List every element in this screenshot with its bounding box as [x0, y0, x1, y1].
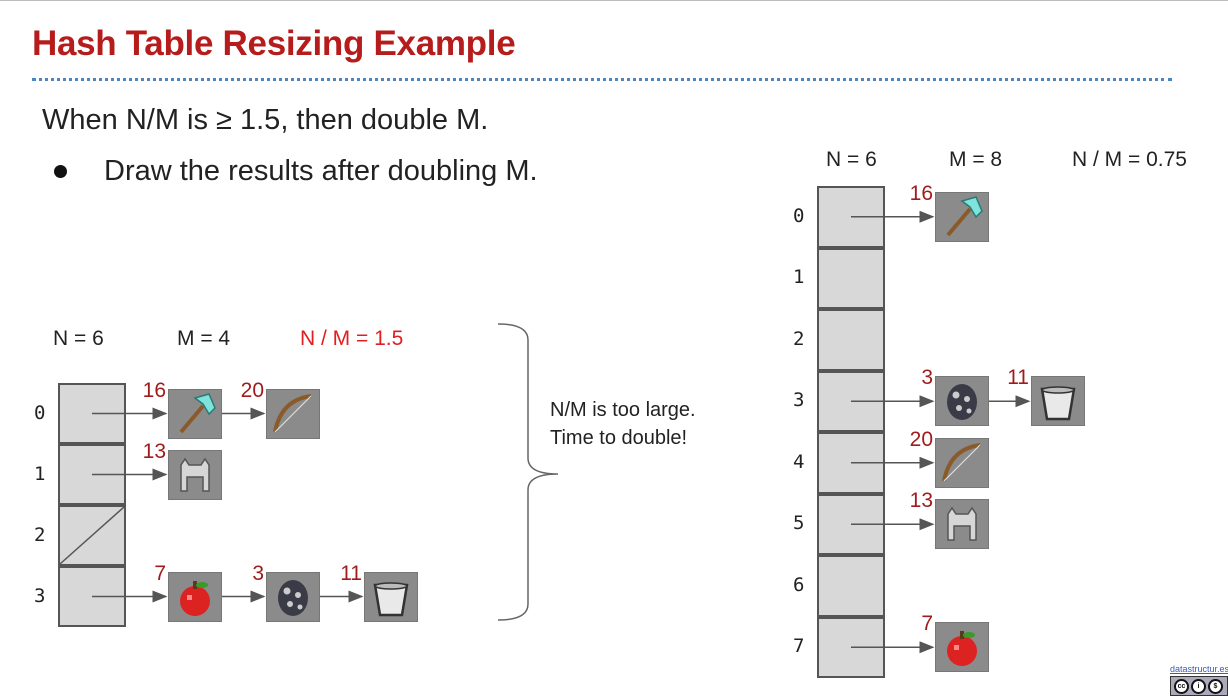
title-divider [32, 78, 1172, 81]
large-table-item-key: 16 [909, 181, 933, 205]
small-table-null-slash [59, 506, 125, 565]
large-table-bucket-index: 5 [793, 512, 805, 535]
bow-icon [266, 388, 320, 439]
nc-icon: $ [1208, 678, 1223, 694]
top-border [0, 0, 1228, 1]
small-table-item-key: 20 [240, 378, 264, 402]
small-table-m-label: M = 4 [177, 327, 231, 350]
small-table-item-key: 7 [154, 561, 166, 585]
large-table-bucket-index: 4 [793, 450, 805, 473]
bucket-icon [364, 571, 418, 622]
large-table-bucket-6 [817, 555, 885, 617]
small-table-bucket-index: 1 [34, 462, 46, 485]
small-table-item-key: 11 [340, 561, 362, 585]
small-table-n-label: N = 6 [53, 327, 104, 350]
large-table-bucket-index: 2 [793, 327, 805, 350]
slide-title: Hash Table Resizing Example [32, 24, 516, 63]
iron-helmet-icon [168, 449, 222, 500]
small-table-bucket-index: 3 [34, 584, 46, 607]
by-icon: i [1191, 678, 1206, 694]
spawn-egg-icon [266, 571, 320, 622]
small-table-bucket-index: 0 [34, 401, 46, 424]
bullet-instruction: Draw the results after doubling M. [104, 155, 538, 187]
resize-note-line-2: Time to double! [550, 427, 688, 449]
bow-icon [935, 437, 989, 488]
large-table-item-key: 13 [909, 489, 933, 513]
small-table-bucket-index: 2 [34, 523, 46, 546]
large-table-ratio-label: N / M = 0.75 [1072, 148, 1187, 171]
large-table-item-key: 11 [1007, 366, 1029, 390]
diamond-axe-icon [168, 388, 222, 439]
large-table-item-key: 7 [921, 612, 933, 636]
apple-icon [168, 571, 222, 622]
cc-icon: cc [1174, 678, 1189, 694]
apple-icon [935, 622, 989, 673]
large-table-bucket-index: 7 [793, 635, 805, 658]
resize-rule: When N/M is ≥ 1.5, then double M. [42, 104, 489, 136]
resize-note-line-1: N/M is too large. [550, 399, 696, 421]
large-table-bucket-index: 3 [793, 389, 805, 412]
diamond-axe-icon [935, 191, 989, 242]
small-table-ratio-label: N / M = 1.5 [300, 327, 404, 350]
large-table-item-key: 3 [921, 366, 933, 390]
small-table-item-key: 3 [252, 561, 264, 585]
large-table-bucket-index: 1 [793, 266, 805, 289]
large-table-m-label: M = 8 [949, 148, 1003, 171]
large-table-bucket-2 [817, 309, 885, 371]
small-table-item-key: 16 [142, 378, 166, 402]
footer-link[interactable]: datastructur.es [1170, 664, 1228, 674]
small-table-item-key: 13 [142, 439, 166, 463]
large-table-bucket-index: 6 [793, 573, 805, 596]
iron-helmet-icon [935, 499, 989, 550]
large-table-n-label: N = 6 [826, 148, 877, 171]
resize-note: N/M is too large. Time to double! [550, 396, 696, 452]
large-table-bucket-1 [817, 247, 885, 309]
license-badge: cc i $ [1170, 676, 1228, 696]
spawn-egg-icon [935, 376, 989, 427]
large-table-bucket-index: 0 [793, 204, 805, 227]
bullet-point [54, 165, 67, 178]
large-table-item-key: 20 [909, 427, 933, 451]
bucket-icon [1031, 376, 1085, 427]
